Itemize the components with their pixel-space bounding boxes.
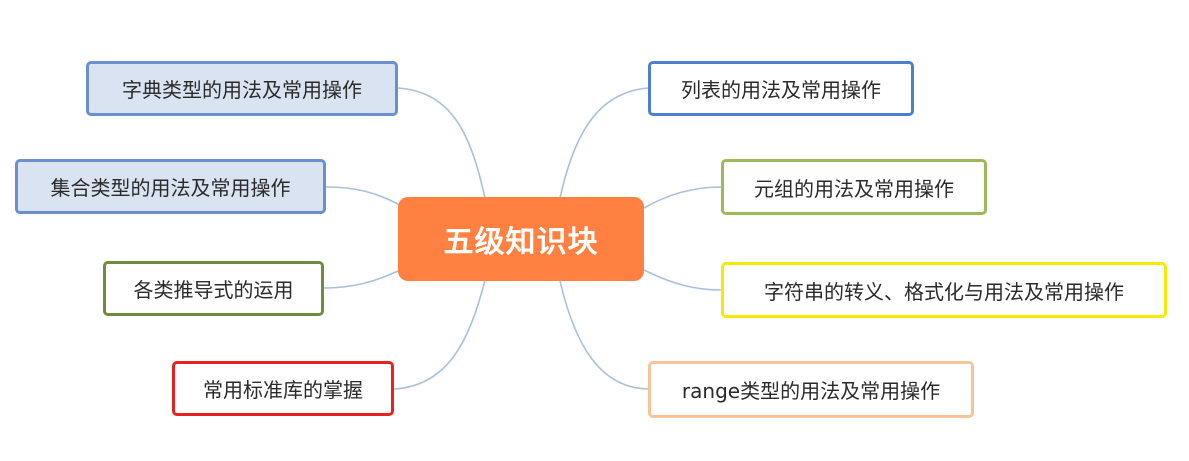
- node-tuple-usage[interactable]: 元组的用法及常用操作: [721, 159, 987, 215]
- central-topic-label: 五级知识块: [443, 225, 599, 260]
- node-label: range类型的用法及常用操作: [681, 379, 941, 403]
- node-standard-library[interactable]: 常用标准库的掌握: [172, 361, 394, 416]
- node-label: 字符串的转义、格式化与用法及常用操作: [764, 279, 1124, 304]
- node-label: 各类推导式的运用: [133, 278, 294, 302]
- connector-set: [325, 186, 401, 206]
- central-topic[interactable]: 五级知识块: [398, 197, 644, 281]
- connector-comp: [323, 269, 401, 289]
- connector-dict: [397, 87, 486, 199]
- node-set-usage[interactable]: 集合类型的用法及常用操作: [15, 159, 326, 214]
- connector-stdlib: [393, 279, 486, 390]
- node-label: 集合类型的用法及常用操作: [50, 176, 291, 200]
- node-dict-usage[interactable]: 字典类型的用法及常用操作: [86, 61, 398, 116]
- node-comprehensions[interactable]: 各类推导式的运用: [103, 261, 324, 316]
- connector-list: [559, 87, 649, 199]
- node-string-usage[interactable]: 字符串的转义、格式化与用法及常用操作: [721, 262, 1167, 318]
- node-label: 常用标准库的掌握: [203, 378, 363, 402]
- connector-tuple: [643, 186, 722, 209]
- node-label: 列表的用法及常用操作: [681, 78, 881, 102]
- connector-string: [643, 269, 722, 291]
- node-range-usage[interactable]: range类型的用法及常用操作: [648, 361, 974, 418]
- connector-range: [559, 280, 649, 390]
- node-label: 元组的用法及常用操作: [754, 176, 954, 201]
- node-list-usage[interactable]: 列表的用法及常用操作: [648, 61, 914, 116]
- node-label: 字典类型的用法及常用操作: [122, 78, 362, 102]
